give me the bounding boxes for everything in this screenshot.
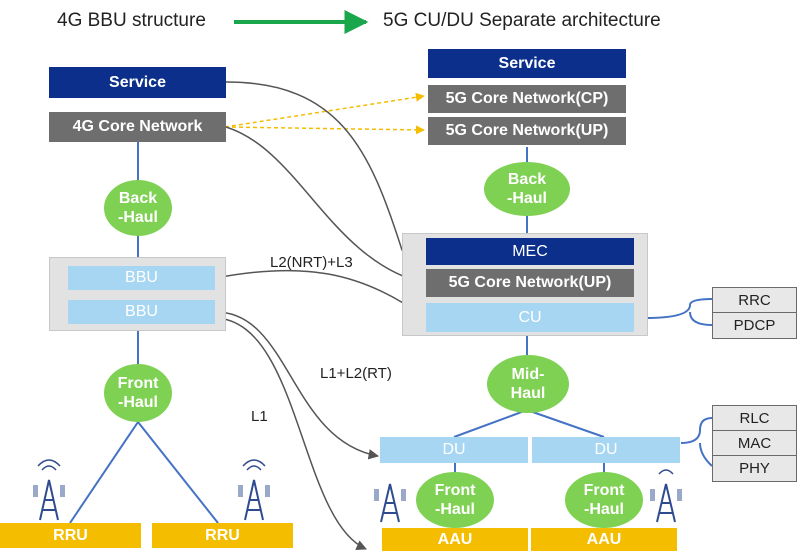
left-fronthaul-node: Front -Haul [104,364,172,422]
bbu-box-bottom: BBU [68,300,215,324]
du-box-left: DU [380,437,528,463]
core-migration-arrows [224,92,425,135]
5g-core-up-box: 5G Core Network(UP) [426,115,628,147]
split-label-l1-l2rt: L1+L2(RT) [320,365,392,382]
left-service-box: Service [49,67,226,98]
antenna-tower-icon [374,483,406,523]
aau-box-right: AAU [531,528,677,551]
layer-rlc: RLC [712,405,797,431]
antenna-tower-icon [650,469,682,523]
bbu-box-top: BBU [68,266,215,290]
du-box-right: DU [532,437,680,463]
right-backhaul-node: Back -Haul [484,162,570,216]
antenna-tower-icon [238,459,270,521]
rru-box-left: RRU [0,523,141,548]
right-fronthaul-node-right: Front -Haul [565,472,643,528]
left-backhaul-node: Back -Haul [104,180,172,236]
left-connectors [69,140,219,524]
layer-brackets [644,298,713,467]
layer-pdcp: PDCP [712,312,797,339]
antenna-tower-icon [33,459,65,521]
4g-core-network-box: 4G Core Network [49,112,226,142]
aau-box-left: AAU [382,528,528,551]
function-migration-arrows [215,81,426,550]
cu-box: CU [426,303,634,332]
split-label-l1: L1 [251,408,268,425]
layer-mac: MAC [712,430,797,456]
right-title: 5G CU/DU Separate architecture [383,10,661,31]
mec-box: MEC [426,238,634,265]
layer-rrc: RRC [712,287,797,313]
5g-core-cp-box: 5G Core Network(CP) [426,83,628,115]
right-service-box: Service [428,49,626,78]
left-title: 4G BBU structure [57,10,206,31]
rru-box-right: RRU [152,523,293,548]
midhaul-node: Mid- Haul [487,355,569,413]
split-label-l2nrt-l3: L2(NRT)+L3 [270,254,353,271]
right-fronthaul-node-left: Front -Haul [416,472,494,528]
edge-5g-core-up-box: 5G Core Network(UP) [426,269,634,297]
layer-phy: PHY [712,455,797,482]
